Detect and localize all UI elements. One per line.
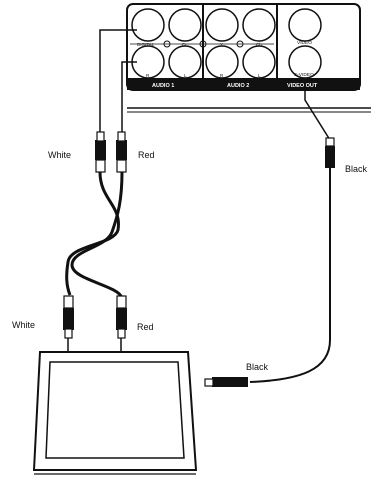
- audio-cable-twisted: [65, 171, 120, 296]
- video-plug-lower: [204, 377, 248, 387]
- jack-y-label: Y: [220, 42, 223, 47]
- label-white-lower: White: [12, 320, 35, 330]
- panel-label-strip: [127, 78, 360, 90]
- jack-audio1-l-label: L: [184, 73, 187, 78]
- upper-rca-plugs: [95, 131, 127, 173]
- label-video-lower: Black: [246, 362, 269, 372]
- jack-cr-label: Cr: [182, 42, 187, 47]
- audio-cable-red-upper: [121, 61, 137, 140]
- jack-digital: [131, 8, 165, 42]
- label-video-upper: Black: [345, 164, 368, 174]
- video-cable-upper: [304, 78, 331, 141]
- monitor: [32, 351, 198, 475]
- jack-panel: DIGITAL Cr R L Y Cb R L VIDEO S-VIDEO AU…: [126, 3, 361, 91]
- rca-plug-red-lower-collar: [116, 295, 127, 309]
- jack-cb-label: Cb: [256, 42, 262, 47]
- video-plug-upper-body: [325, 146, 335, 168]
- rca-plug-red-upper-tip: [117, 131, 126, 142]
- rca-plug-white-lower-tip: [64, 328, 73, 339]
- jack-s-video-label: S-VIDEO: [294, 72, 314, 78]
- label-red-lower: Red: [137, 322, 154, 332]
- rca-plug-white-lower: [63, 308, 74, 330]
- section-label-audio2: AUDIO 2: [227, 83, 249, 89]
- jack-video: [288, 8, 322, 42]
- video-plug-upper-tip: [325, 137, 335, 147]
- jack-cb: [242, 8, 276, 42]
- rca-plug-red-upper-collar: [116, 159, 127, 173]
- section-label-audio1: AUDIO 1: [152, 83, 174, 89]
- label-red-upper: Red: [138, 150, 155, 160]
- monitor-screen: [45, 361, 185, 459]
- jack-audio1-r-label: R: [146, 73, 150, 78]
- lower-rca-plugs: [63, 295, 127, 339]
- jack-y: [205, 8, 239, 42]
- video-cable-long: [249, 168, 331, 383]
- video-plug-lower-body: [212, 377, 248, 387]
- rca-plug-red-lower-tip: [117, 328, 126, 339]
- rca-plug-white-lower-collar: [63, 295, 74, 309]
- jack-audio1-l: [168, 45, 202, 79]
- rca-plug-white-upper-collar: [95, 159, 106, 173]
- video-plug-upper: [325, 137, 335, 168]
- jack-audio2-r: [205, 45, 239, 79]
- rca-plug-white-upper-tip: [96, 131, 105, 142]
- jack-digital-label: DIGITAL: [137, 42, 155, 47]
- jack-cr: [168, 8, 202, 42]
- label-white-upper: White: [48, 150, 71, 160]
- jack-audio2-l-label: L: [258, 73, 261, 78]
- audio-cable-twisted-2: [70, 171, 124, 299]
- jack-audio2-l: [242, 45, 276, 79]
- rca-plug-white-upper: [95, 140, 106, 160]
- jack-divider-dot: [236, 40, 244, 48]
- rca-plug-red-upper: [116, 140, 127, 160]
- audio-cable-white-upper: [99, 29, 137, 140]
- jack-audio2-r-label: R: [220, 73, 224, 78]
- rca-plug-red-lower: [116, 308, 127, 330]
- section-label-video-out: VIDEO OUT: [287, 83, 318, 89]
- jack-video-label: VIDEO: [297, 40, 312, 46]
- video-plug-lower-tip: [204, 378, 214, 387]
